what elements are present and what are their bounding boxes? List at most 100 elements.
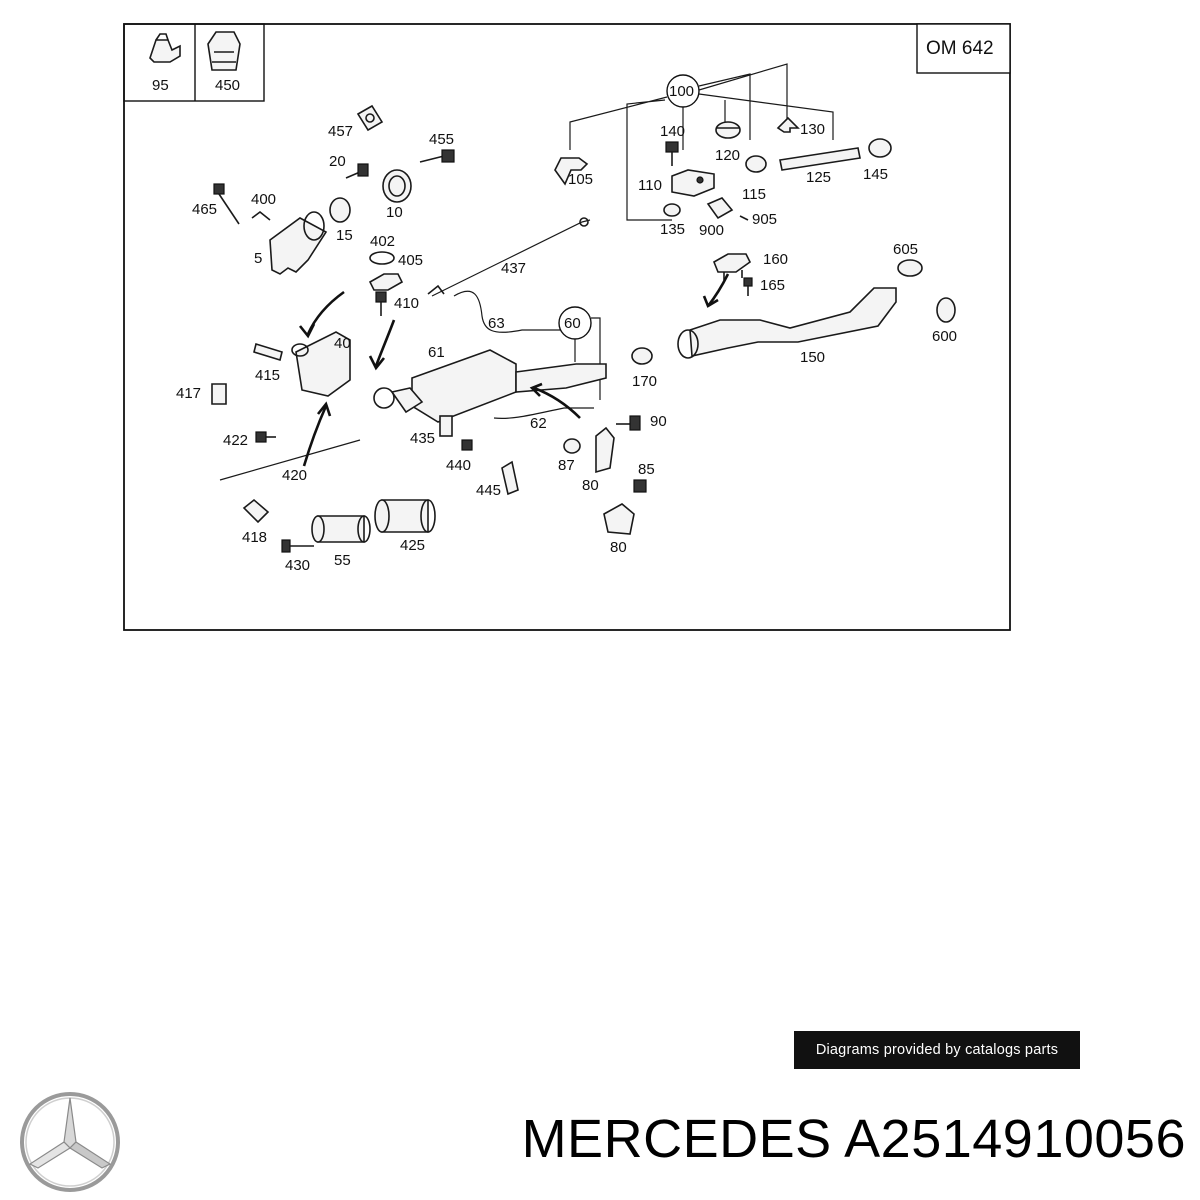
actuator-110-icon (671, 169, 715, 197)
callout-140: 140 (660, 123, 685, 140)
assembly-arrows (298, 273, 730, 467)
bracket-435-icon (439, 415, 453, 437)
bolt-465-icon (213, 183, 240, 225)
sensor-line-63-icon (453, 290, 562, 333)
callout-62: 62 (530, 415, 547, 432)
gasket-400-icon (251, 210, 271, 221)
bracket-80-icon (603, 503, 635, 535)
callout-105: 105 (568, 171, 593, 188)
bolt-410-icon (375, 291, 387, 316)
engine-box (916, 23, 1011, 74)
callout-135: 135 (660, 221, 685, 238)
damper-425-icon (374, 499, 436, 533)
bracket-450-icon (207, 31, 241, 71)
sensor-415-icon (253, 342, 283, 362)
callout-61: 61 (428, 344, 445, 361)
bolt-422-icon (255, 431, 276, 443)
rear-pipe-150-icon (677, 287, 897, 359)
callout-110: 110 (638, 177, 662, 194)
callout-120: 120 (715, 147, 740, 164)
diagram-credit-banner: Diagrams provided by catalogs parts (794, 1031, 1080, 1069)
engine-label: OM 642 (926, 38, 994, 59)
callout-410: 410 (394, 295, 419, 312)
clamp-10-icon (382, 169, 412, 203)
callout-63: 63 (488, 315, 505, 332)
sensor-line-420-icon (219, 439, 361, 481)
callout-417: 417 (176, 385, 201, 402)
bracket-130-icon (776, 116, 800, 133)
gasket-402-icon (369, 251, 395, 265)
callout-430: 430 (285, 557, 310, 574)
callout-55: 55 (334, 552, 351, 569)
callout-435: 435 (410, 430, 435, 447)
callout-130: 130 (800, 121, 825, 138)
bolt-165-icon (743, 277, 753, 296)
pin-905-icon (739, 215, 749, 221)
callout-145: 145 (863, 166, 888, 183)
legend: 95 450 (123, 23, 265, 102)
sensor-line-437-icon (427, 217, 591, 297)
callout-165: 165 (760, 277, 785, 294)
stud-455-icon (419, 149, 455, 163)
bolt-440-icon (461, 439, 473, 451)
callout-80b: 80 (610, 539, 627, 556)
sensor-900-icon (706, 197, 734, 220)
callout-15: 15 (336, 227, 353, 244)
gasket-457-icon (356, 104, 384, 132)
catalyst-40-icon (291, 331, 351, 397)
brand-part-number: MERCEDES A2514910056 (521, 1109, 1186, 1169)
callout-455: 455 (429, 131, 454, 148)
legend-label-95: 95 (152, 77, 169, 94)
clip-417-icon (211, 383, 227, 405)
callout-600: 600 (932, 328, 957, 345)
callout-440: 440 (446, 457, 471, 474)
callout-150: 150 (800, 349, 825, 366)
legend-label-450: 450 (215, 77, 240, 94)
clamp-145-icon (868, 138, 892, 158)
callout-445: 445 (476, 482, 501, 499)
callout-437: 437 (501, 260, 526, 277)
pipe-125-icon (779, 147, 861, 171)
callout-10: 10 (386, 204, 403, 221)
callout-80a: 80 (582, 477, 599, 494)
bolt-140-icon (665, 141, 679, 166)
clamp-605-icon (897, 259, 923, 277)
bracket-445-icon (501, 460, 519, 496)
bolt-430-icon (281, 539, 314, 553)
callout-422: 422 (223, 432, 248, 449)
clamp-120-icon (715, 121, 741, 139)
callout-900: 900 (699, 222, 724, 239)
clamp-170-icon (631, 347, 653, 365)
clip-105-icon (554, 157, 589, 186)
sensor-line-62-icon (493, 407, 594, 419)
nut-135-icon (663, 203, 681, 217)
callout-100: 100 (669, 83, 694, 100)
callout-425: 425 (400, 537, 425, 554)
group-100-leaders (569, 63, 834, 221)
bolt-90-icon (616, 415, 641, 431)
downpipe-5-icon (269, 211, 328, 275)
callout-415: 415 (255, 367, 280, 384)
hanger-160-icon (712, 253, 752, 280)
clip-95-icon (149, 33, 181, 63)
bolt-20-icon (345, 163, 369, 179)
callout-115: 115 (742, 186, 766, 203)
callout-160: 160 (763, 251, 788, 268)
clamp-600-icon (936, 297, 956, 323)
group-60-leaders (558, 306, 601, 400)
damper-55-icon (311, 515, 371, 543)
callout-465: 465 (192, 201, 217, 218)
callout-605: 605 (893, 241, 918, 258)
callout-420: 420 (282, 467, 307, 484)
callout-40: 40 (334, 335, 351, 352)
callout-90: 90 (650, 413, 667, 430)
callout-457: 457 (328, 123, 353, 140)
callout-405: 405 (398, 252, 423, 269)
flange-405-icon (368, 273, 404, 291)
flange-15-icon (329, 197, 351, 223)
callout-87: 87 (558, 457, 575, 474)
callout-400: 400 (251, 191, 276, 208)
callout-85: 85 (638, 461, 655, 478)
callout-418: 418 (242, 529, 267, 546)
